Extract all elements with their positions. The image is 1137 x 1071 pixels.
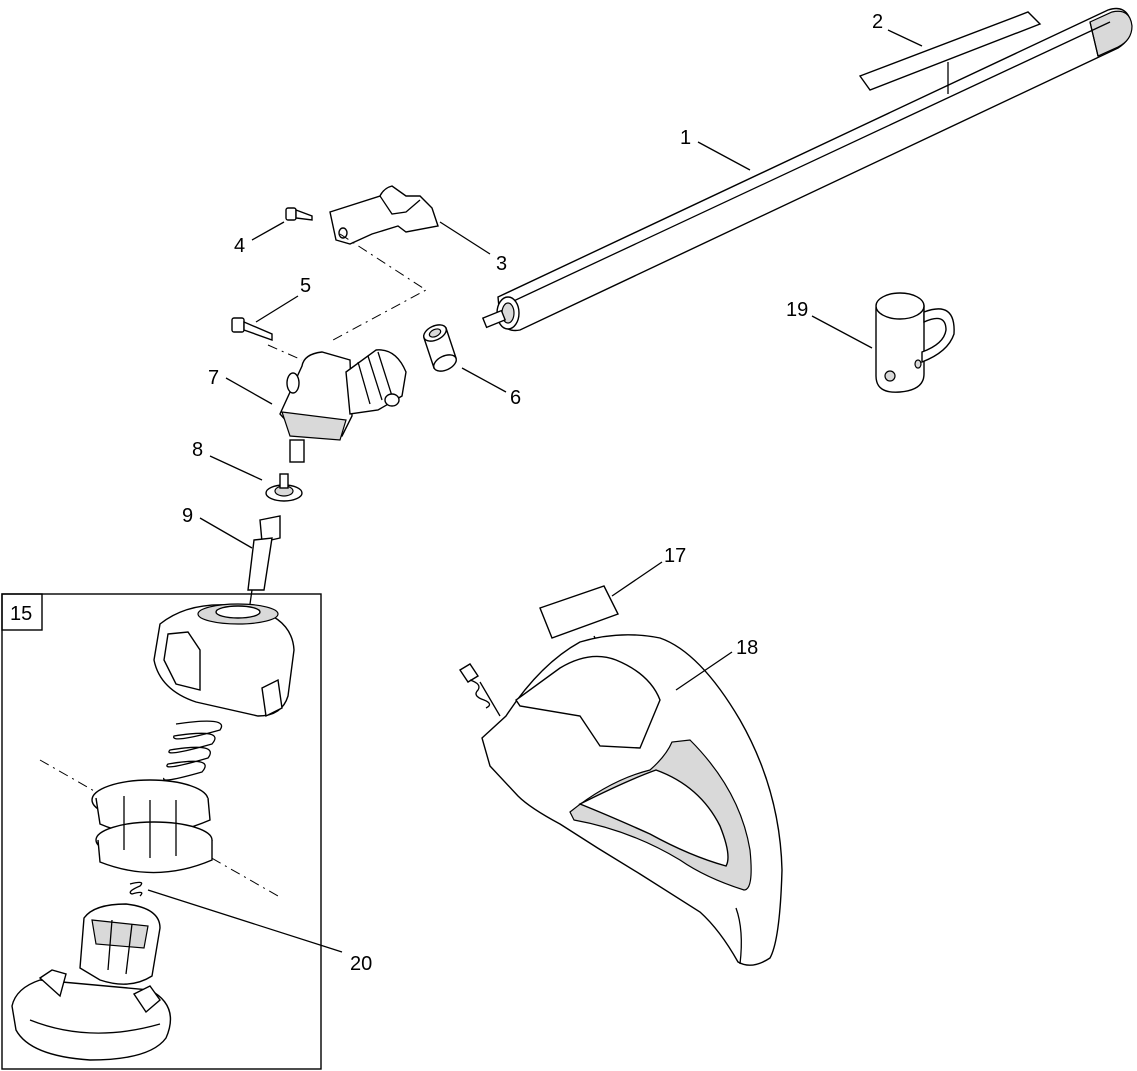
callout-7: 7 xyxy=(208,367,219,389)
callout-3: 3 xyxy=(496,253,507,275)
assembly-15-box xyxy=(1,593,322,1070)
callout-18: 18 xyxy=(736,637,758,659)
part-5-bolt xyxy=(231,317,273,341)
callout-6: 6 xyxy=(510,387,521,409)
callout-5: 5 xyxy=(300,275,311,297)
part-1-shaft xyxy=(481,7,1133,332)
callout-2: 2 xyxy=(872,11,883,33)
assembly-15-label-box xyxy=(1,593,43,631)
part-19-tool xyxy=(875,292,955,393)
part-2-decal xyxy=(858,11,1042,94)
callout-20: 20 xyxy=(350,953,372,975)
part-7-gearhead xyxy=(279,349,407,463)
part-9-spindle xyxy=(247,515,281,605)
part-6-bushing xyxy=(423,324,457,372)
part-4-screw xyxy=(285,207,313,221)
callout-8: 8 xyxy=(192,439,203,461)
part-8-washer xyxy=(265,473,303,502)
part-3-clamp xyxy=(329,185,439,245)
callout-9: 9 xyxy=(182,505,193,527)
callouts: 1 2 3 4 5 6 7 8 9 15 17 18 19 20 xyxy=(10,11,883,975)
part-18-guard xyxy=(459,634,783,966)
leader-lines xyxy=(147,29,923,953)
callout-15: 15 xyxy=(10,603,32,625)
callout-1: 1 xyxy=(680,127,691,149)
part-15-trimmer-head xyxy=(11,603,295,1061)
callout-17: 17 xyxy=(664,545,686,567)
callout-4: 4 xyxy=(234,235,245,257)
callout-19: 19 xyxy=(786,299,808,321)
